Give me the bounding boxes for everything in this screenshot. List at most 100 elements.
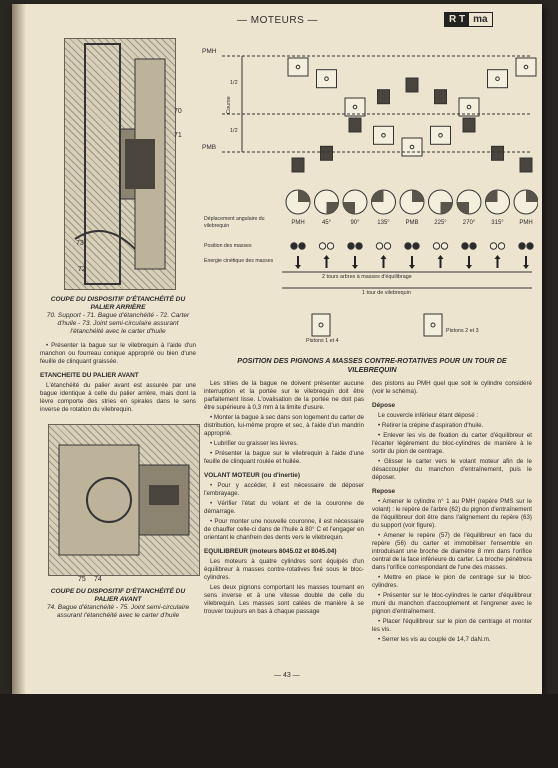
- mass-dot-left: [432, 242, 441, 250]
- piston-23: [405, 77, 419, 93]
- piston-14: [515, 57, 537, 77]
- mass-position-row: [290, 242, 534, 250]
- piston-23: [434, 89, 447, 105]
- mass-dot-right: [383, 242, 392, 250]
- mass-dot-right: [326, 242, 335, 250]
- mass-dot-left: [461, 242, 469, 250]
- piston-pin: [324, 76, 329, 82]
- piston-14: [316, 69, 337, 89]
- piston-pin: [438, 132, 443, 138]
- energy-arrow-head: [437, 255, 444, 259]
- logo-rt: R T: [445, 13, 470, 26]
- piston-14: [487, 69, 508, 89]
- piston-pin: [466, 104, 472, 110]
- caption-front-legend: 74. Bague d'étanchéité - 75. Joint semi-…: [46, 604, 190, 619]
- repose-1: • Amener le cylindre n° 1 au PMH (repère…: [372, 498, 532, 529]
- caption-rear-legend: 70. Support - 71. Bague d'étanchéité - 7…: [46, 312, 190, 335]
- label-pistons-14: Pistons 1 et 4: [306, 338, 339, 344]
- section-header: — MOTEURS —: [237, 15, 319, 26]
- left-column: COUPE DU DISPOSITIF D'ÉTANCHÉITÉ DU PALI…: [40, 296, 196, 416]
- energy-arrow-head: [380, 255, 387, 259]
- mid-para-6: • Vérifier l'état du volant et de la cou…: [204, 500, 364, 515]
- angle-label: 45°: [321, 220, 332, 226]
- angle-label: PMH: [291, 220, 305, 226]
- callout-75: 75: [78, 576, 86, 583]
- label-one-turn: 1 tour de vilebrequin: [362, 290, 411, 296]
- callout-73: 73: [76, 240, 84, 247]
- callout-74: 74: [94, 576, 102, 583]
- mid-para-4: • Présenter la bague sur le vilebrequin …: [204, 450, 364, 465]
- label-half-bottom: 1/2: [230, 128, 238, 134]
- piston-23: [320, 145, 333, 161]
- mid-para-5: • Pour y accéder, il est nécessaire de d…: [204, 482, 364, 497]
- repose-4: • Présenter sur le bloc-cylindres le car…: [372, 592, 532, 615]
- energy-arrows-row: [295, 255, 529, 269]
- rtma-logo: R T ma: [444, 12, 493, 27]
- label-energy: Energie cinétique des masses: [204, 258, 274, 264]
- mass-dot-right: [526, 242, 534, 250]
- piston-14: [430, 125, 451, 145]
- angle-label: 225°: [434, 220, 447, 226]
- mass-dot-left: [290, 242, 298, 250]
- mass-dot-left: [347, 242, 355, 250]
- mass-wheels-row: [285, 189, 538, 215]
- mass-dot-right: [412, 242, 420, 250]
- front-seal-drawing: [48, 424, 200, 576]
- piston-23: [377, 89, 390, 105]
- middle-column: Les stries de la bague ne doivent présen…: [204, 380, 364, 618]
- label-course: Course: [225, 96, 232, 114]
- mid-para-9: Les deux pignons comportant les masses t…: [204, 584, 364, 615]
- energy-arrow-head: [466, 265, 472, 269]
- label-two-turns: 2 tours arbres à masses d'équilibrage: [322, 274, 412, 280]
- para-present-seal: • Présenter la bague sur le vilebrequin …: [40, 342, 196, 365]
- mid-para-1: Les stries de la bague ne doivent présen…: [204, 380, 364, 411]
- mass-dot-right: [298, 242, 306, 250]
- right-para-0: des pistons au PMH quel que soit le cyli…: [372, 380, 532, 395]
- mass-sector: [371, 190, 384, 202]
- callout-70: 70: [174, 108, 182, 115]
- angle-label: 270°: [462, 220, 476, 226]
- mass-sector: [457, 202, 469, 214]
- mass-dot-right: [469, 242, 477, 250]
- depose-3: • Glisser le carter vers le volant moteu…: [372, 458, 532, 481]
- page-gutter: [12, 4, 26, 694]
- mass-sector: [298, 190, 310, 202]
- callout-72: 72: [78, 266, 86, 273]
- callout-71: 71: [174, 132, 182, 139]
- energy-arrow-head: [523, 265, 529, 269]
- mass-sector: [485, 190, 498, 202]
- heading-volant: VOLANT MOTEUR (ou d'inertie): [204, 472, 300, 479]
- piston-23: [348, 117, 362, 133]
- diagram-title: POSITION DES PIGNONS A MASSES CONTRE-ROT…: [237, 356, 507, 374]
- piston-14: [401, 137, 423, 157]
- angle-label: PMB: [405, 220, 419, 226]
- piston-positions: [287, 57, 537, 173]
- repose-6: • Serrer les vis au couple de 14,7 daN.m…: [378, 636, 491, 643]
- left-column-bottom: COUPE DU DISPOSITIF D'ÉTANCHÉITÉ DU PALI…: [40, 588, 196, 620]
- label-position: Position des masses: [204, 243, 252, 249]
- mid-para-2: • Monter la bague à sec dans son logemen…: [204, 414, 364, 437]
- mass-dot-left: [318, 242, 327, 250]
- label-pmb: PMB: [202, 144, 217, 151]
- right-column: des pistons au PMH quel que soit le cyli…: [372, 380, 532, 646]
- energy-arrow-head: [295, 265, 301, 269]
- mid-para-3: • Lubrifier ou graisser les lèvres.: [210, 440, 299, 447]
- caption-rear-title: COUPE DU DISPOSITIF D'ÉTANCHÉITÉ DU PALI…: [50, 296, 186, 311]
- mass-dot-right: [497, 242, 506, 250]
- mass-sector: [526, 190, 538, 202]
- piston-14: [458, 97, 480, 117]
- piston-pin: [295, 64, 301, 70]
- piston-23: [462, 117, 476, 133]
- page-number: — 43 —: [274, 672, 300, 679]
- depose-2: • Enlever les vis de fixation du carter …: [372, 432, 532, 455]
- caption-front-title: COUPE DU DISPOSITIF D'ÉTANCHÉITÉ DU PALI…: [50, 588, 186, 603]
- scan-background: [0, 694, 558, 768]
- para-front-seal: L'étanchéité du palier avant est assurée…: [40, 382, 196, 413]
- energy-arrow-head: [409, 265, 415, 269]
- mass-dot-right: [355, 242, 363, 250]
- mass-sector: [440, 202, 453, 214]
- piston-23: [519, 157, 533, 173]
- piston-14: [344, 97, 366, 117]
- angle-label: PMH: [519, 220, 533, 226]
- heading-repose: Repose: [372, 488, 396, 495]
